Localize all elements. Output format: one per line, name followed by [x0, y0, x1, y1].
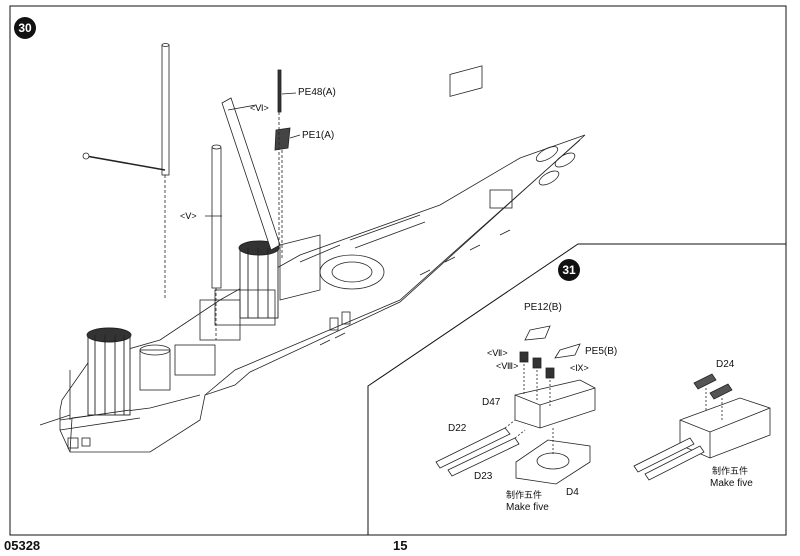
label-mast-vi: <Ⅵ> [250, 103, 269, 113]
label-pe5: PE5(B) [585, 346, 618, 357]
label-d23: D23 [474, 471, 493, 482]
label-mast-v: <Ⅴ> [180, 211, 197, 221]
step-31-badge: 31 [558, 259, 580, 281]
funnels [86, 240, 280, 416]
aft-superstructure [39, 234, 321, 449]
label-pe12: PE12(B) [524, 302, 562, 313]
label-pe48: PE48(A) [298, 87, 336, 98]
label-d47: D47 [482, 397, 501, 408]
turret-right [633, 373, 771, 481]
label-make-five-right: Make five [710, 478, 753, 489]
label-d24: D24 [716, 359, 735, 370]
label-d4: D4 [566, 487, 579, 498]
label-make-five-cn-left: 制作五件 [506, 490, 543, 500]
label-make-five-cn-right: 制作五件 [712, 466, 749, 476]
label-viii: <Ⅷ> [496, 361, 519, 371]
step-30-badge: 30 [14, 17, 36, 39]
masts [82, 43, 301, 340]
label-d22: D22 [448, 423, 467, 434]
product-code: 05328 [4, 538, 41, 553]
label-make-five-left: Make five [506, 502, 549, 513]
label-pe1: PE1(A) [302, 130, 335, 141]
page-number: 15 [393, 538, 408, 553]
label-ix: <Ⅸ> [570, 363, 589, 373]
label-vii: <Ⅶ> [487, 348, 508, 358]
turret-left [435, 325, 596, 485]
